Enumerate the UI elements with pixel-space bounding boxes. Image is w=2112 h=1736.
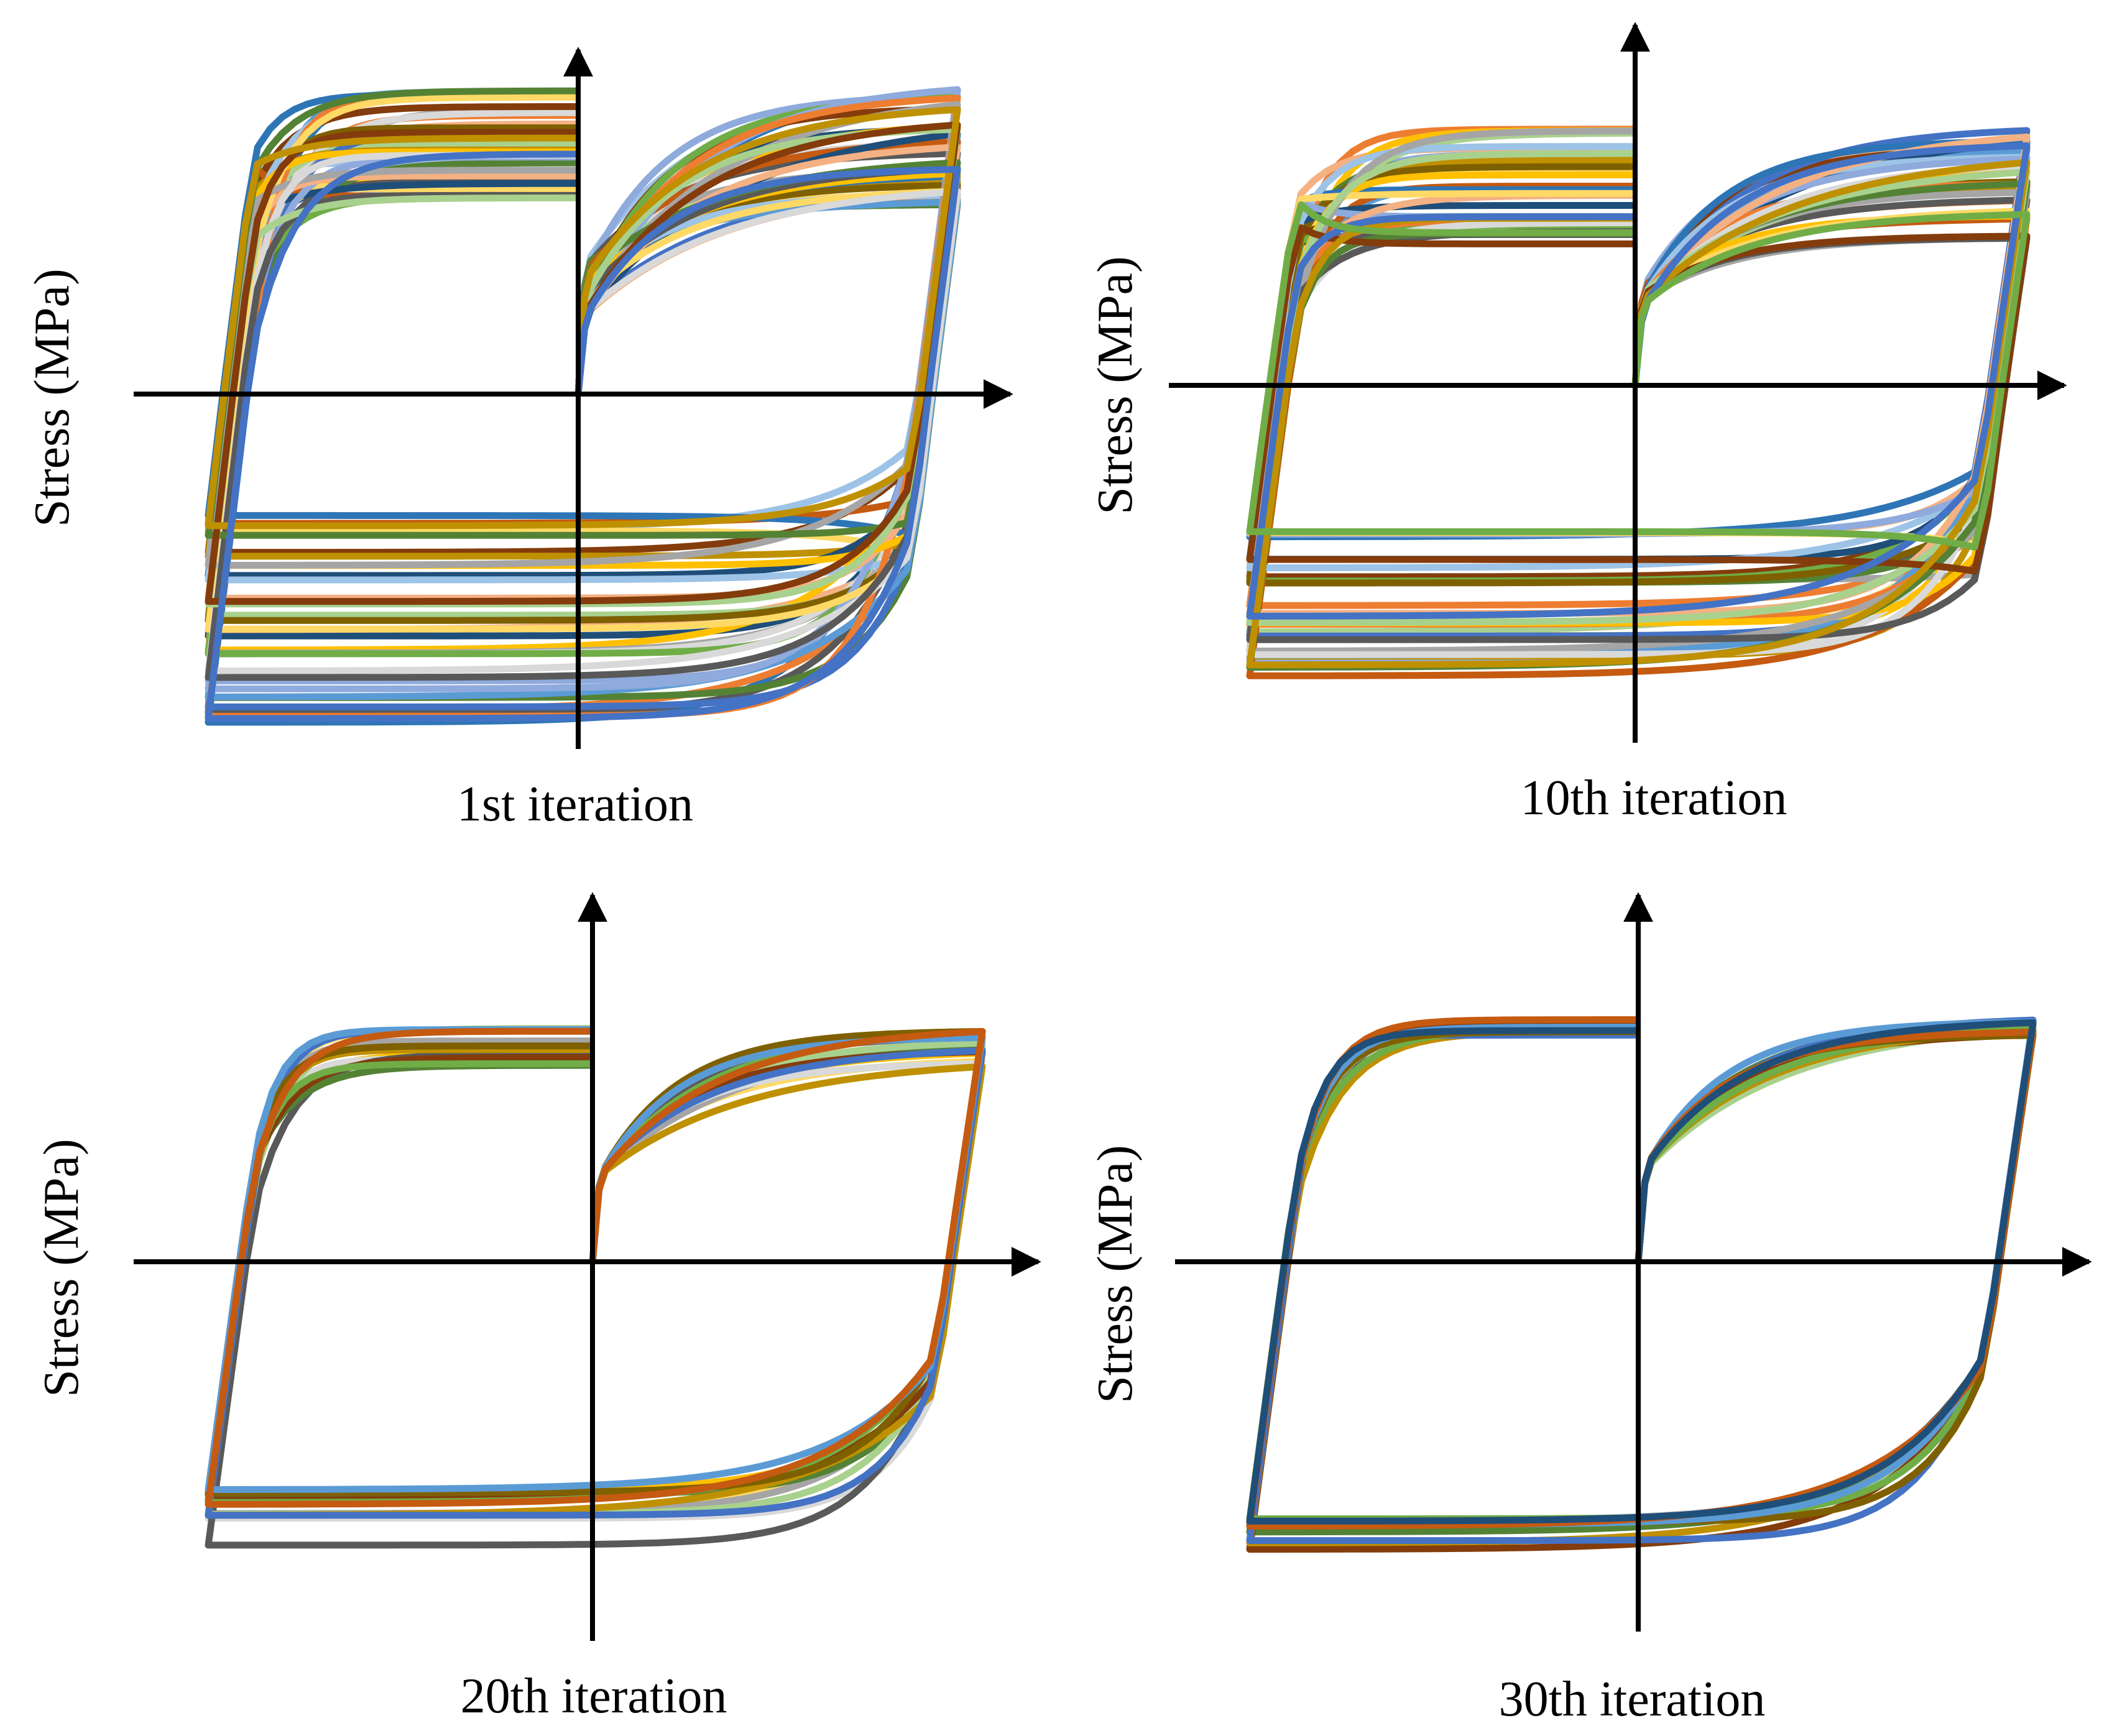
hysteresis-curve (1246, 1026, 2037, 1546)
panel-1-caption: 1st iteration (457, 777, 693, 832)
panel-3-ylabel: Stress (MPa) (34, 1139, 89, 1397)
hysteresis-curve (1246, 1018, 2037, 1528)
panel-1-curves (205, 86, 961, 726)
hysteresis-curve (205, 1027, 986, 1496)
hysteresis-curve (1246, 224, 2031, 575)
hysteresis-curve (205, 1029, 986, 1506)
panel-4-curves (1246, 1016, 2037, 1553)
panel-2: Stress (MPa) 10th iteration (1088, 22, 2067, 825)
panel-2-curves (1246, 126, 2031, 679)
panel-4: Stress (MPa) 30th iteration (1088, 892, 2092, 1727)
panel-3-curves (205, 1025, 986, 1549)
panel-4-caption: 30th iteration (1499, 1672, 1766, 1727)
hysteresis-curve (205, 1027, 986, 1508)
panel-1: Stress (MPa) 1st iteration (25, 47, 1013, 832)
panel-4-ylabel: Stress (MPa) (1088, 1145, 1143, 1403)
hysteresis-curve (1246, 201, 2031, 551)
hysteresis-curve (1246, 158, 2031, 669)
hysteresis-curve (205, 150, 961, 722)
panel-1-ylabel: Stress (MPa) (25, 269, 80, 527)
hysteresis-curve (205, 165, 961, 681)
hysteresis-curve (205, 1026, 986, 1493)
hysteresis-curve (1246, 155, 2031, 538)
hysteresis-curve (205, 126, 961, 608)
hysteresis-curve (205, 106, 961, 530)
panel-3: Stress (MPa) 20th iteration (34, 892, 1041, 1724)
hysteresis-curve (1246, 1019, 2037, 1525)
panel-2-caption: 10th iteration (1521, 771, 1787, 825)
hysteresis-curve (1246, 142, 2031, 620)
hysteresis-curve (205, 1034, 986, 1549)
hysteresis-curve (205, 1046, 986, 1519)
panel-3-caption: 20th iteration (461, 1669, 727, 1724)
panel-2-ylabel: Stress (MPa) (1088, 256, 1143, 515)
hysteresis-curve (205, 121, 961, 605)
hysteresis-curve (205, 93, 961, 633)
